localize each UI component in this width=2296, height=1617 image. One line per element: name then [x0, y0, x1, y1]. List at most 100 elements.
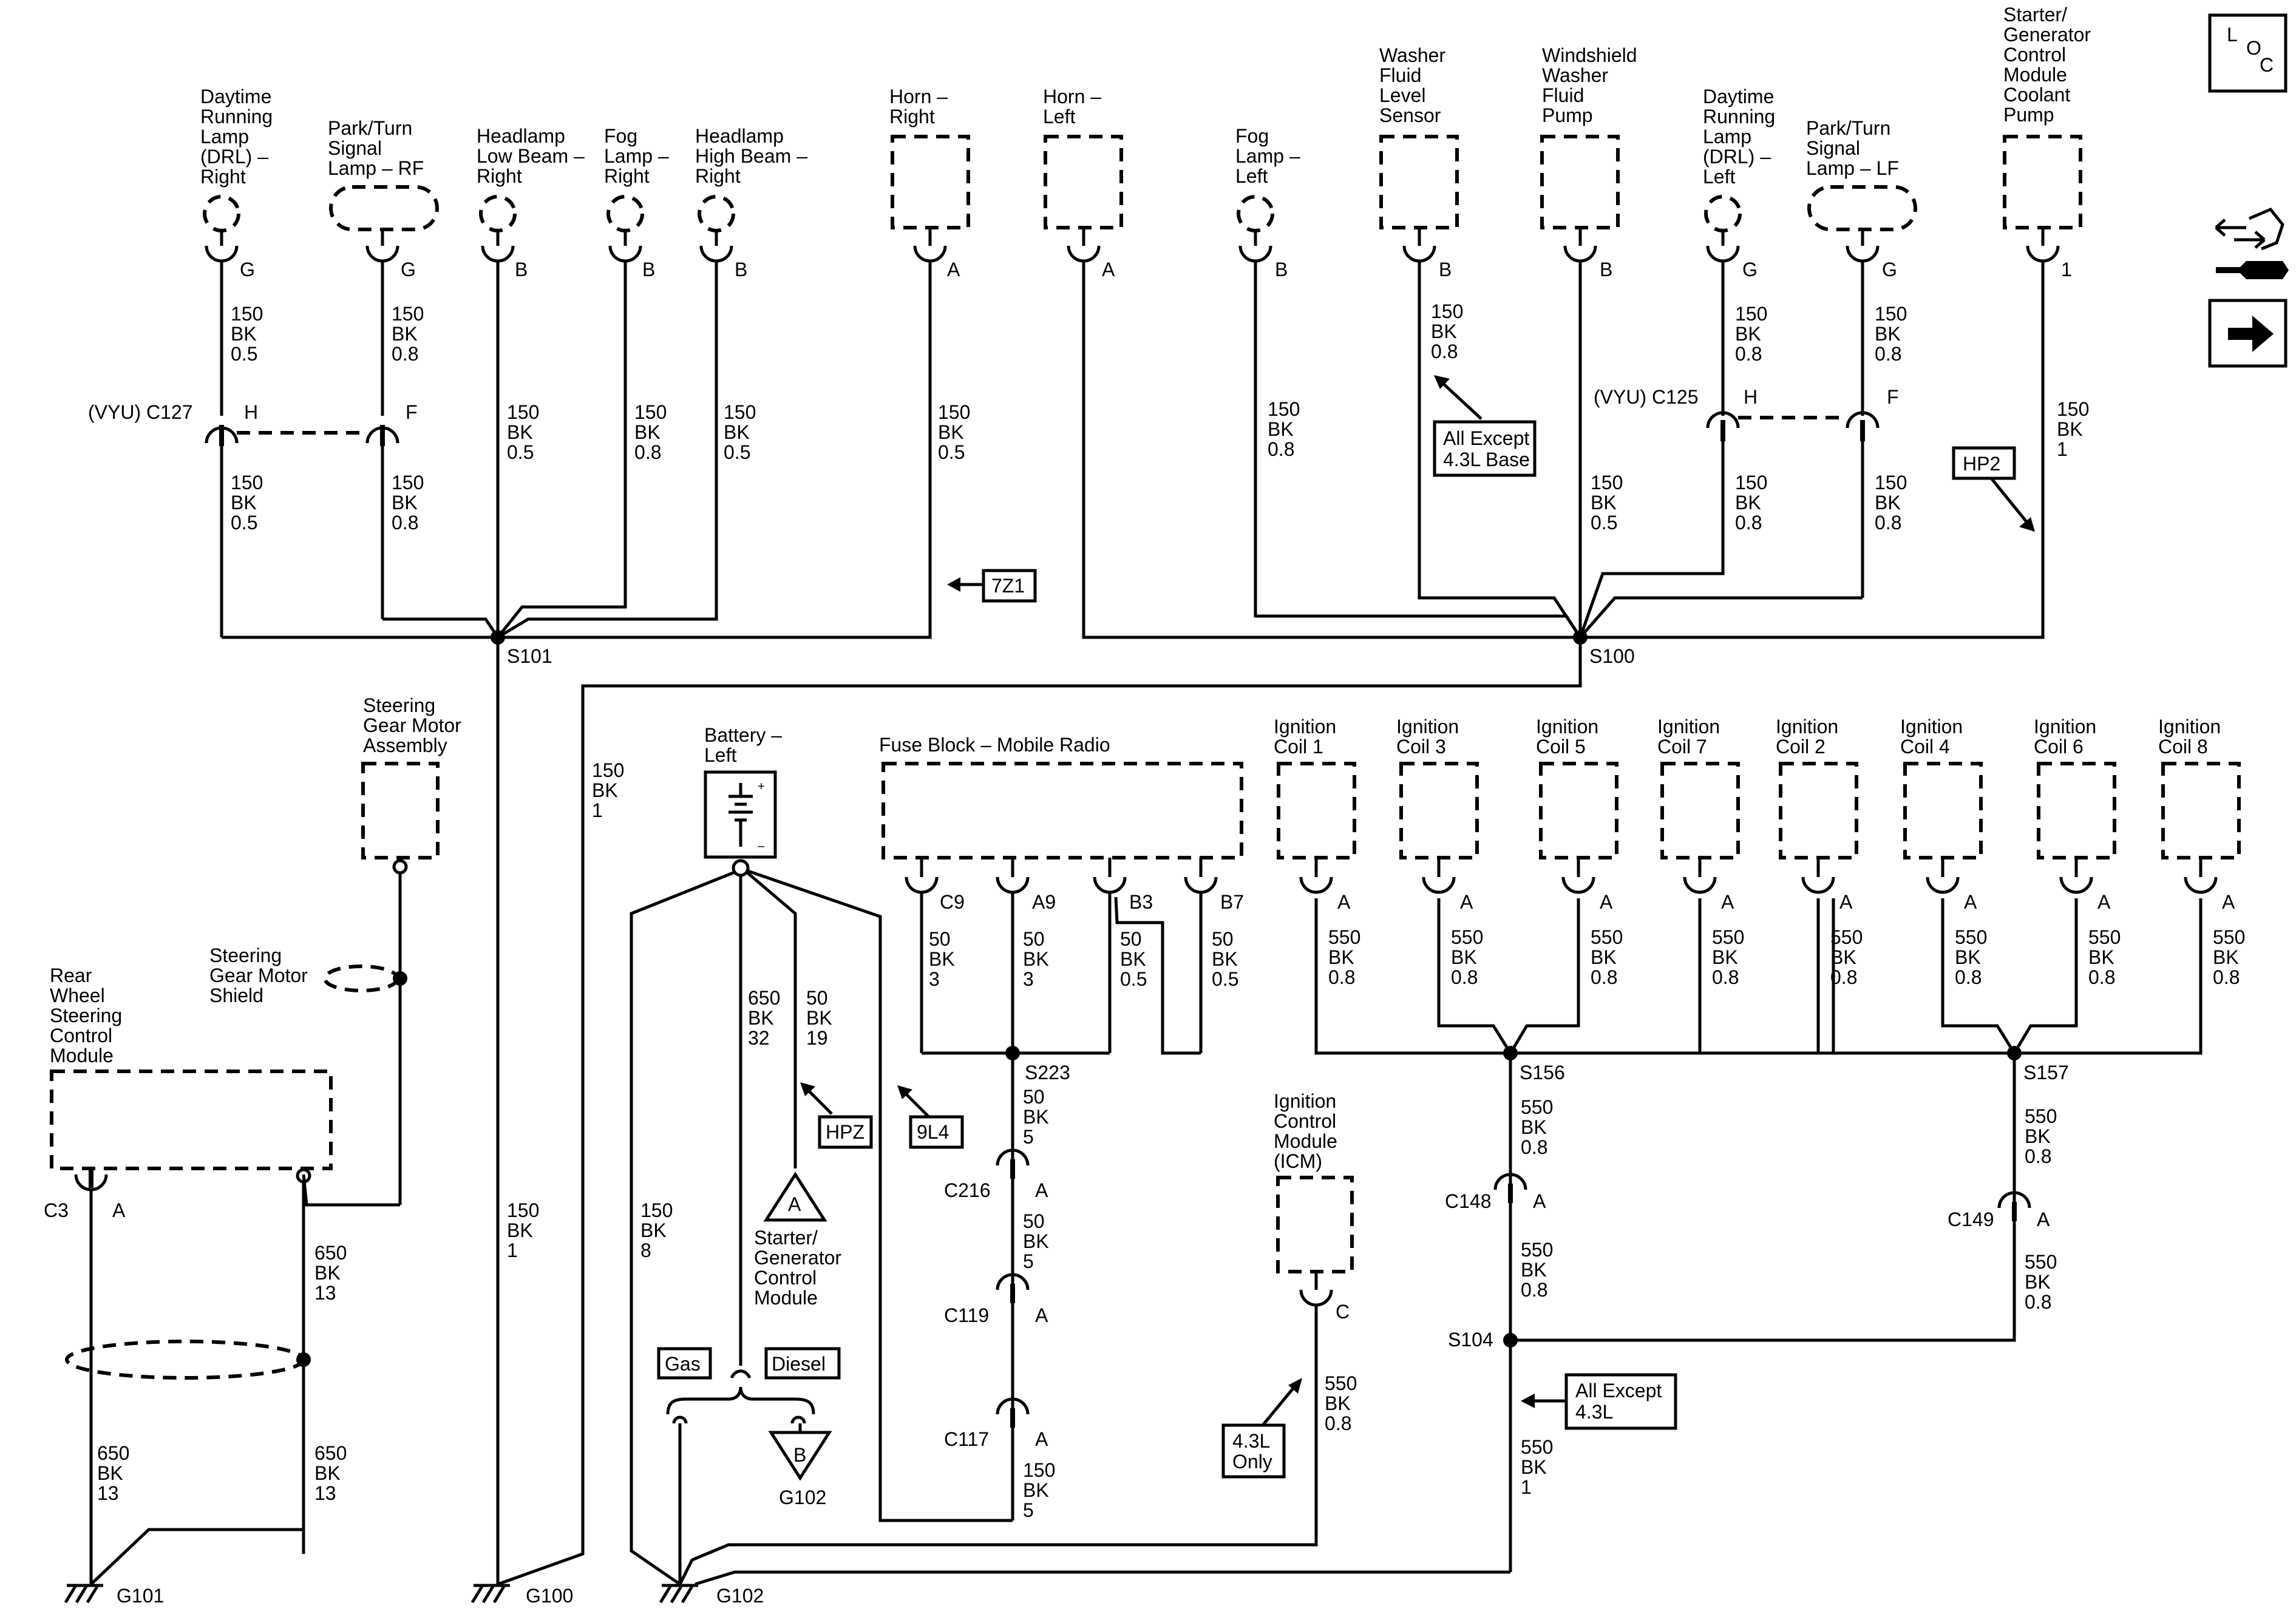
svg-text:Left: Left — [1703, 166, 1735, 188]
svg-text:BK: BK — [1875, 323, 1901, 345]
coil-pin: A — [1600, 891, 1613, 913]
svg-text:C117: C117 — [944, 1428, 989, 1450]
coil-label: Ignition — [1776, 716, 1838, 737]
park-turn-lf-bulb — [1807, 185, 1917, 231]
svg-text:Daytime: Daytime — [1703, 86, 1774, 107]
svg-text:Steering: Steering — [50, 1005, 122, 1026]
svg-text:9L4: 9L4 — [917, 1121, 949, 1143]
svg-text:150: 150 — [1875, 303, 1907, 325]
horn-right-label-2: Right — [889, 106, 935, 127]
coil-label: Coil 2 — [1776, 736, 1826, 758]
svg-text:Gear Motor: Gear Motor — [209, 964, 308, 986]
svg-text:Park/Turn: Park/Turn — [1806, 117, 1890, 139]
svg-text:C: C — [1336, 1301, 1350, 1323]
coil-box — [2037, 762, 2116, 859]
svg-text:1: 1 — [1521, 1476, 1532, 1498]
coil-wire-label: BK — [2213, 946, 2239, 968]
pin-high-right: B — [735, 259, 747, 280]
coil-pin: A — [1337, 891, 1351, 913]
horn-left-box — [1044, 135, 1123, 229]
svg-text:150: 150 — [231, 472, 263, 493]
svg-text:BK: BK — [634, 421, 661, 443]
option-43-only: 4.3L Only — [1221, 1378, 1302, 1479]
svg-text:550: 550 — [1325, 1372, 1357, 1394]
coil-box — [1539, 762, 1618, 859]
svg-text:S223: S223 — [1025, 1062, 1070, 1083]
svg-text:3: 3 — [929, 968, 940, 990]
pin-drl-right: G — [240, 259, 255, 280]
fog-right-label-1: Fog — [604, 125, 637, 147]
coil-label: Ignition — [1536, 716, 1598, 737]
pin-park-rf: G — [401, 259, 416, 280]
ref-a-icon: A — [788, 1193, 801, 1215]
svg-text:Battery –: Battery – — [704, 724, 782, 746]
coil-label: Coil 5 — [1536, 736, 1586, 758]
svg-text:Generator: Generator — [2003, 24, 2091, 46]
svg-text:Ignition: Ignition — [1274, 1090, 1336, 1112]
svg-text:1: 1 — [592, 799, 603, 821]
loc-icon[interactable]: L O C — [2208, 13, 2288, 93]
drl-right-label-3: Lamp — [200, 126, 249, 147]
svg-text:150: 150 — [724, 401, 756, 423]
svg-text:Assembly: Assembly — [363, 734, 447, 756]
coil-wire-label: 0.8 — [2088, 966, 2115, 988]
svg-text:Pump: Pump — [2003, 104, 2054, 126]
svg-text:150: 150 — [640, 1199, 673, 1221]
svg-text:G100: G100 — [526, 1585, 573, 1607]
svg-text:BK: BK — [1735, 492, 1761, 514]
svg-text:Module: Module — [754, 1287, 818, 1309]
horn-right-box — [891, 135, 970, 229]
coil-label: Ignition — [1900, 716, 1963, 737]
svg-text:BK: BK — [1023, 1479, 1049, 1501]
headlamp-low-right-bulb — [479, 195, 517, 232]
drl-right-label-4: (DRL) – — [200, 146, 268, 168]
svg-text:BK: BK — [1212, 948, 1238, 970]
svg-text:G102: G102 — [716, 1585, 764, 1607]
svg-text:BK: BK — [1120, 948, 1146, 970]
svg-text:H: H — [1744, 386, 1758, 408]
headlamp-low-right-component: Headlamp Low Beam – Right — [477, 125, 585, 246]
coil-wire-label: 0.8 — [1955, 966, 1982, 988]
svg-text:550: 550 — [1521, 1436, 1553, 1458]
top-left-wires: S101 (VYU) C127 H F — [88, 261, 932, 667]
steering-motor-box — [361, 762, 440, 859]
svg-text:Wheel: Wheel — [50, 985, 105, 1006]
svg-text:Starter/: Starter/ — [754, 1227, 818, 1249]
drl-right-label-2: Running — [200, 106, 273, 127]
svg-text:Left: Left — [704, 744, 736, 766]
svg-text:150: 150 — [392, 472, 424, 493]
svg-text:Rear: Rear — [50, 964, 92, 986]
headlamp-high-right-label-2: High Beam – — [695, 145, 807, 167]
svg-text:150: 150 — [507, 1199, 539, 1221]
svg-text:650: 650 — [314, 1242, 347, 1264]
svg-text:BK: BK — [231, 323, 257, 345]
ground-g102: G102 — [659, 1584, 764, 1607]
tools-icon[interactable] — [2215, 207, 2289, 279]
svg-text:B7: B7 — [1220, 891, 1244, 913]
coil-label: Ignition — [1657, 716, 1720, 737]
svg-text:Signal: Signal — [1806, 137, 1860, 159]
svg-text:0.8: 0.8 — [1735, 512, 1762, 534]
svg-text:13: 13 — [314, 1482, 336, 1504]
right-arrow-icon[interactable] — [2208, 299, 2288, 368]
svg-text:550: 550 — [2025, 1251, 2057, 1273]
svg-text:Only: Only — [1232, 1451, 1272, 1473]
coil-pin: A — [1839, 891, 1853, 913]
rwsc-module-box — [50, 1070, 333, 1170]
coil-pin: A — [2222, 891, 2235, 913]
svg-text:5: 5 — [1023, 1499, 1034, 1521]
svg-text:BK: BK — [929, 948, 955, 970]
drl-left-component: Daytime Running Lamp (DRL) – Left — [1703, 86, 1775, 246]
svg-text:150: 150 — [592, 759, 624, 781]
svg-text:150: 150 — [1875, 472, 1907, 493]
svg-text:5: 5 — [1023, 1250, 1034, 1272]
svg-text:Gas: Gas — [665, 1353, 701, 1375]
pin-fog-right: B — [642, 259, 655, 280]
svg-text:C149: C149 — [1948, 1209, 1994, 1230]
fog-right-component: Fog Lamp – Right — [604, 125, 669, 246]
svg-text:0.5: 0.5 — [231, 343, 257, 365]
option-all-except-43-base: All Except 4.3L Base — [1433, 375, 1537, 477]
